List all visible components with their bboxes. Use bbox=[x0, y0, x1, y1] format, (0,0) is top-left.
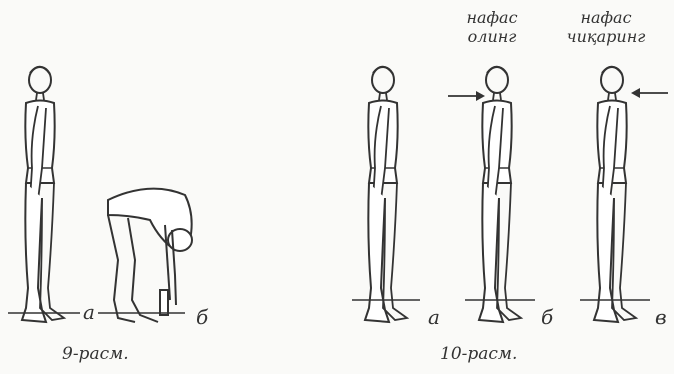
fig9-label-b: б bbox=[196, 305, 208, 329]
inhale-annotation-line1: нафас bbox=[442, 8, 542, 27]
inhale-annotation: нафас олинг bbox=[442, 8, 542, 46]
fig10-label-a: а bbox=[428, 305, 440, 329]
fig9-bending-figure bbox=[108, 189, 192, 322]
exhale-annotation-line2: чиқаринг bbox=[556, 27, 656, 46]
inhale-annotation-line2: олинг bbox=[442, 27, 542, 46]
exhale-arrow bbox=[631, 88, 668, 98]
fig10-standing-figure-a bbox=[365, 67, 407, 322]
fig10-inhale-figure bbox=[479, 67, 521, 322]
fig10-caption: 10-расм. bbox=[440, 344, 517, 364]
exhale-annotation: нафас чиқаринг bbox=[556, 8, 656, 46]
exhale-annotation-line1: нафас bbox=[556, 8, 656, 27]
fig10-exhale-figure bbox=[594, 67, 636, 322]
inhale-arrow bbox=[448, 91, 485, 101]
fig10-label-c: в bbox=[655, 305, 667, 329]
fig9-standing-figure bbox=[22, 67, 64, 322]
fig10-label-b: б bbox=[541, 305, 553, 329]
fig9-label-a: а bbox=[83, 300, 95, 324]
fig9-caption: 9-расм. bbox=[62, 344, 129, 364]
